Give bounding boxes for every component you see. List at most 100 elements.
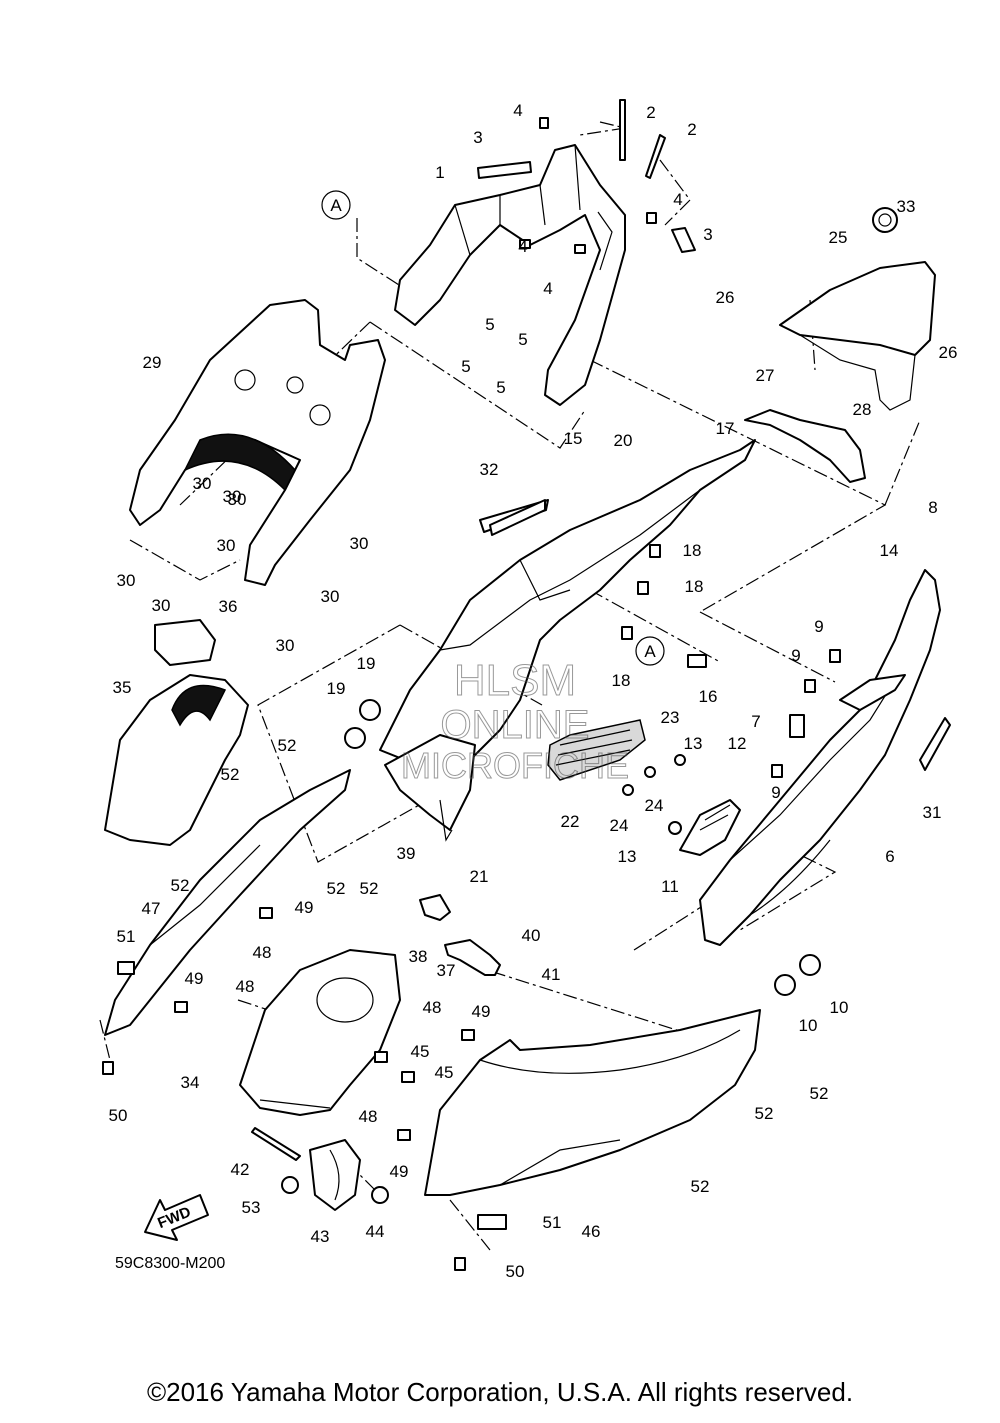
part-callout: 4 [518,237,527,256]
reference-letter: A [644,642,656,661]
part-callout: 52 [221,765,240,784]
lower-bracket [384,734,476,842]
part-callout: 25 [829,228,848,247]
reference-marker-mid: A [635,636,665,666]
part-callout: 17 [716,419,735,438]
part-callout: 24 [645,796,664,815]
part-callout: 39 [397,844,416,863]
diagram-code: 59C8300-M200 [115,1255,225,1272]
part-callout: 3 [703,225,712,244]
part-callout: 42 [231,1160,250,1179]
left-side-strip [104,769,351,1036]
part-callout: 11 [661,877,679,896]
part-callout: 30 [321,587,340,606]
part-callout: 7 [751,712,760,731]
part-callout: 30 [276,636,295,655]
stand-base [251,1127,361,1211]
part-callout: 31 [923,803,942,822]
part-callout: 32 [480,460,499,479]
part-callout: 10 [799,1016,818,1035]
callout-labels: 1223344445555678999101011121313141516171… [109,101,958,1281]
part-callout: 18 [685,577,704,596]
part-callout: 52 [171,876,190,895]
copyright-notice: ©2016 Yamaha Motor Corporation, U.S.A. A… [146,1377,854,1407]
part-callout: 14 [880,541,899,560]
svg-text:MICROFICHE: MICROFICHE [401,745,629,786]
part-callout: 50 [506,1262,525,1281]
part-callout: 40 [522,926,541,945]
rear-inner-cover [129,299,386,586]
part-callout: 52 [327,879,346,898]
small-bracket [679,799,741,856]
part-callout: 19 [327,679,346,698]
part-callout: 52 [755,1104,774,1123]
svg-text:ONLINE: ONLINE [441,703,590,747]
reference-letter: A [330,196,342,215]
part-callout: 49 [185,969,204,988]
part-callout: 13 [618,847,637,866]
part-callout: 35 [113,678,132,697]
part-callout: 53 [242,1198,261,1217]
part-callout: 30 [152,596,171,615]
forward-arrow-icon: FWD [144,1194,209,1241]
part-callout: 21 [470,867,489,886]
part-callout: 4 [513,101,522,120]
part-callout: 26 [716,288,735,307]
part-callout: 3 [473,128,482,147]
watermark: HLSM ONLINE MICROFICHE [401,656,630,787]
part-callout: 46 [582,1222,601,1241]
part-callout: 52 [360,879,379,898]
reference-marker-top: A [321,190,351,220]
part-callout: 50 [109,1106,128,1125]
part-callout: 29 [143,353,162,372]
part-callout: 24 [610,816,629,835]
part-callout: 48 [359,1107,378,1126]
part-callout: 37 [437,961,456,980]
part-callout: 5 [496,378,505,397]
part-callout: 52 [278,736,297,755]
lower-floor-panel [424,1009,761,1196]
part-callout: 30 [193,474,212,493]
part-callout: 33 [897,197,916,216]
part-callout: 44 [366,1222,385,1241]
part-callout: 28 [853,400,872,419]
part-callout: 20 [614,431,633,450]
part-callout: 2 [687,120,696,139]
part-callout: 36 [219,597,238,616]
part-callout: 30 [350,534,369,553]
part-callout: 30 [223,487,242,506]
part-callout: 30 [228,490,247,509]
part-callout: 30 [117,571,136,590]
trim-strips [477,99,696,253]
part-callout: 52 [810,1084,829,1103]
part-callout: 43 [311,1227,330,1246]
part-callout: 5 [518,330,527,349]
part-callout: 45 [411,1042,430,1061]
part-callout: 6 [885,847,894,866]
part-callout: 41 [542,965,561,984]
part-callout: 5 [461,357,470,376]
part-callout: 10 [830,998,849,1017]
part-callout: 9 [791,646,800,665]
front-panel [104,619,249,846]
part-callout: 5 [485,315,494,334]
part-callout: 49 [390,1162,409,1181]
part-callout: 34 [181,1073,200,1092]
part-callout: 26 [939,343,958,362]
part-callout: 49 [295,898,314,917]
part-callout: 38 [409,947,428,966]
part-callout: 18 [612,671,631,690]
part-callout: 23 [661,708,680,727]
part-callout: 9 [814,617,823,636]
part-callout: 13 [684,734,703,753]
part-callout: 47 [142,899,161,918]
part-callout: 30 [217,536,236,555]
svg-text:HLSM: HLSM [454,656,576,705]
rear-top-cover [744,207,936,483]
emblems [489,499,951,771]
part-callout: 4 [673,190,682,209]
part-callout: 19 [357,654,376,673]
part-callout: 45 [435,1063,454,1082]
part-callout: 22 [561,812,580,831]
